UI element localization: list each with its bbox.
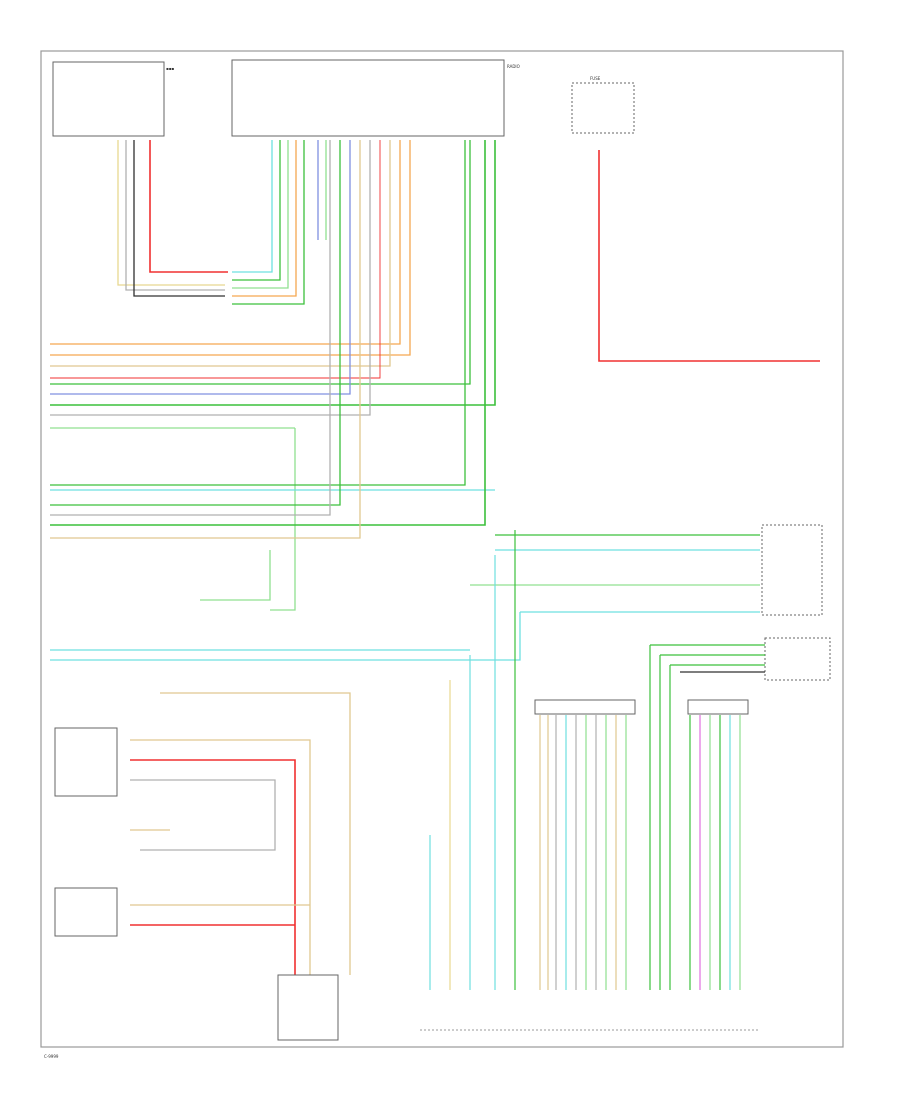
hands-free-module: [650, 637, 831, 681]
steering-control-switch: [54, 887, 118, 937]
right-remote-switch-box: [277, 974, 339, 1041]
radio-label: RADIO: [507, 64, 520, 69]
diagram-frame: [40, 50, 844, 1048]
left-front-door-speaker-box: [534, 699, 636, 715]
wires-top: [50, 140, 496, 611]
fuse-label: FUSE: [590, 76, 601, 81]
svg-text:▪▪▪: ▪▪▪: [166, 66, 174, 71]
left-rear-door-speaker-box: [687, 699, 749, 715]
lower-speaker-wires: [429, 530, 741, 990]
page-corner-code: C-9999: [44, 1054, 59, 1059]
wires-door-speakers: [50, 534, 760, 661]
left-top-connector: ▪▪▪: [52, 61, 174, 137]
fuse-feed-wire: [598, 150, 820, 362]
radio-module: RADIO: [231, 59, 520, 137]
fuse-block: FUSE: [571, 76, 635, 134]
lower-left-switches: [130, 692, 351, 975]
right-front-door-speaker: [761, 524, 823, 616]
left-remote-switch: [54, 727, 118, 797]
